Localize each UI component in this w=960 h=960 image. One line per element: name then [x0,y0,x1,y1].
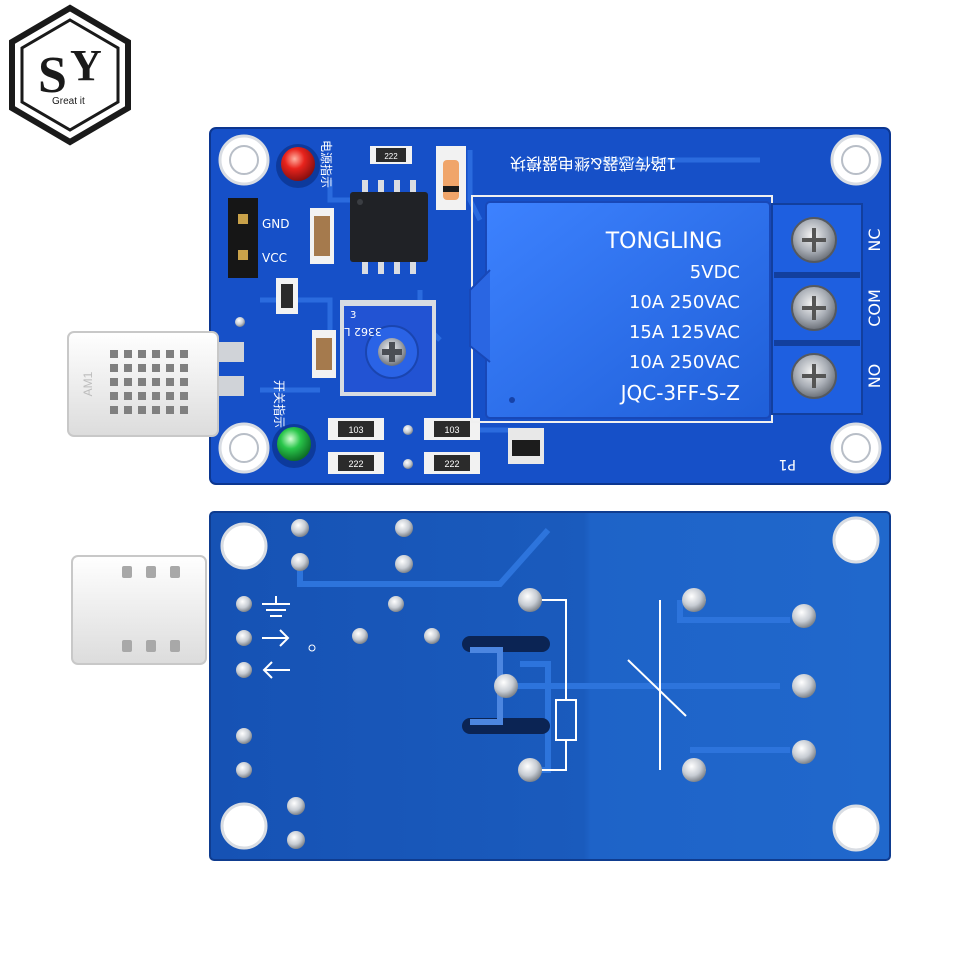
pin-symbols [262,596,290,679]
humidity-sensor-back [71,555,207,665]
resistor-label-3: 222 [348,459,363,469]
resistor-row: 103 103 222 222 [235,317,480,474]
pin-gnd-label: GND [262,217,290,231]
terminal-label-nc: NC [865,228,884,251]
terminal-block: NC COM NO [771,203,884,415]
smd-top-label: 222 [384,152,398,161]
back-mount-hole-tr [832,516,880,564]
resistor-label-2: 103 [444,425,459,435]
smd-capacitor [310,208,334,264]
mount-hole-bl [218,422,270,474]
relay-rating-3: 10A 250VAC [629,352,740,373]
logo-letter-y: Y [70,41,102,90]
relay-rating-1: 10A 250VAC [629,292,740,313]
switch-led-label: 开关指示 [272,380,287,428]
back-mount-hole-bl [220,802,268,850]
power-led [276,144,320,188]
mount-hole-br [830,422,882,474]
mount-hole-tl [218,134,270,186]
power-led-label: 电源指示 [319,140,334,188]
back-mount-hole-tl [220,522,268,570]
board-title: 1路传感器&继电器模块 [510,154,677,173]
pin-header: GND VCC [228,198,290,278]
transistor [508,428,544,464]
terminal-label-no: NO [865,364,884,389]
board-ref: P1 [779,456,796,472]
diode [436,146,466,210]
smd-resistor-top: 222 [370,146,412,164]
back-mount-hole-br [832,804,880,852]
ic-chip [350,180,428,274]
logo-letter-s: S [38,47,67,104]
switch-led [272,424,316,468]
relay-voltage: 5VDC [690,262,740,283]
terminal-label-com: COM [865,289,884,327]
resistor-label-1: 103 [348,425,363,435]
pot-label: 3362 L [344,325,382,338]
pot-label-left: 3 [350,310,356,321]
resistor-label-4: 222 [444,459,459,469]
humidity-sensor-front: AM1 [67,331,244,437]
relay-schematic [540,599,706,771]
potentiometer: 3362 L 3 [340,300,436,396]
brand-logo: S Y Great it [9,4,131,146]
logo-tagline: Great it [52,96,85,107]
mount-hole-tr [830,134,882,186]
relay-model: JQC-3FF-S-Z [619,381,740,405]
relay-brand: TONGLING [605,229,723,254]
pin-vcc-label: VCC [262,251,287,265]
solder-joints [236,519,816,849]
relay: TONGLING 5VDC 10A 250VAC 15A 125VAC 10A … [469,201,771,419]
front-pcb: 电源指示 开关指示 1路传感器&继电器模块 222 GND VCC [67,127,891,485]
relay-rating-2: 15A 125VAC [629,322,740,343]
sensor-mark: AM1 [81,371,95,396]
back-pcb [71,511,891,861]
